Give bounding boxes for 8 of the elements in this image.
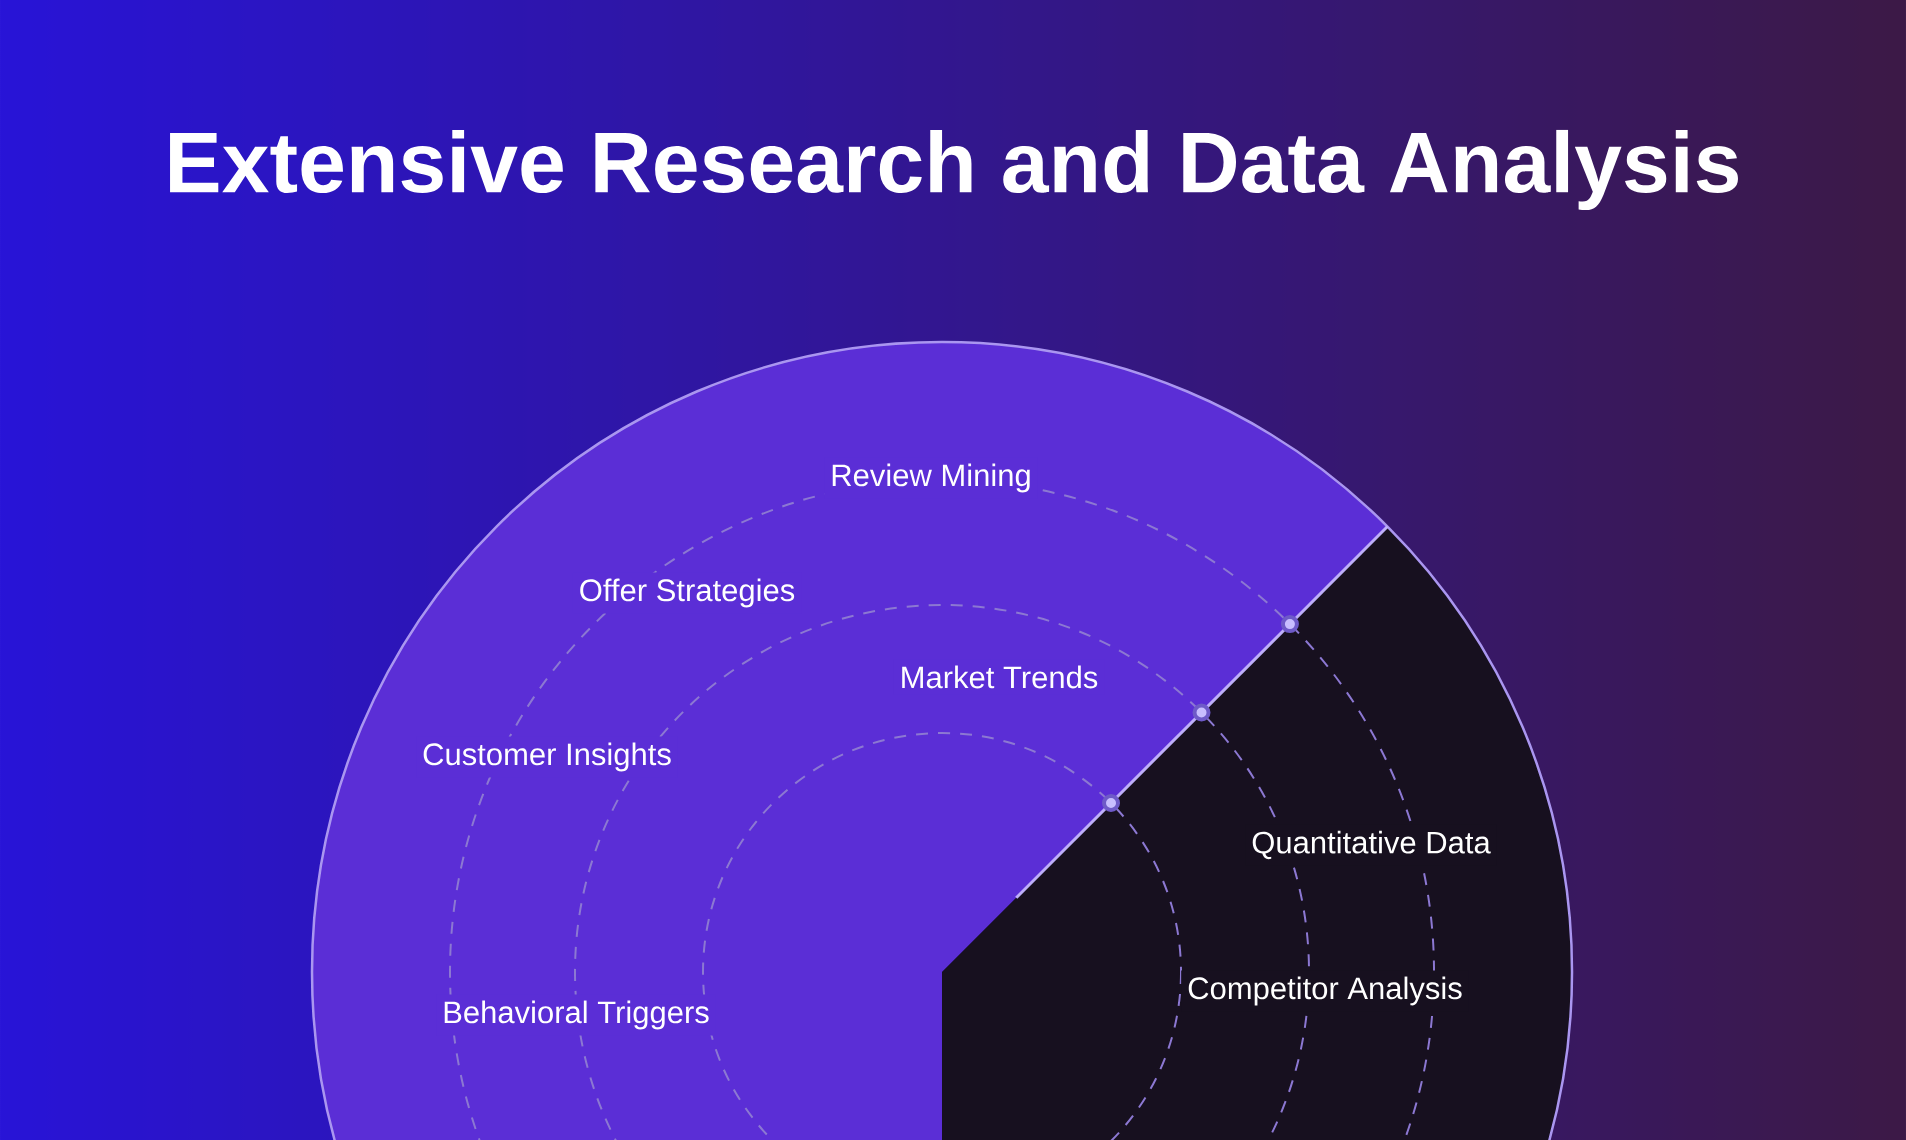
category-label: Offer Strategies <box>572 572 802 614</box>
category-label: Competitor Analysis <box>1181 970 1469 1012</box>
title: Extensive Research and Data Analysis <box>170 129 1738 211</box>
category-label: Review Mining <box>824 457 1038 499</box>
category-label: Quantitative Data <box>1245 824 1497 866</box>
category-label: Customer Insights <box>416 736 678 778</box>
category-label: Behavioral Triggers <box>436 994 716 1036</box>
category-label: Market Trends <box>893 659 1105 695</box>
